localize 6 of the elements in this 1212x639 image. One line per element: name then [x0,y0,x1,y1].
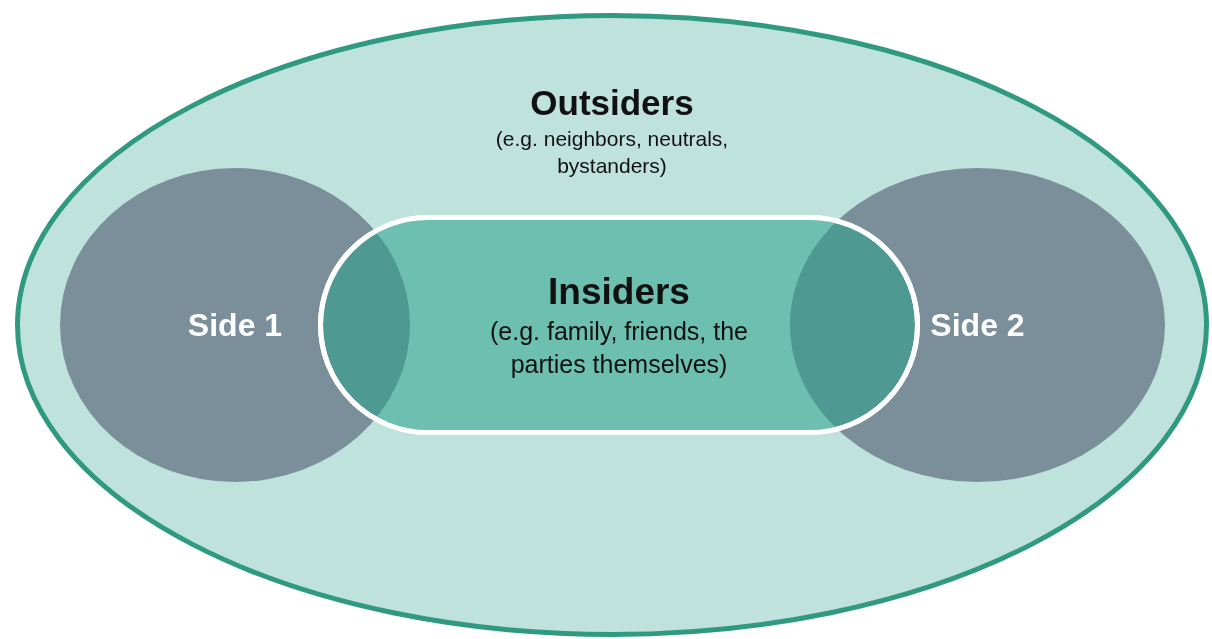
group-description: (e.g. neighbors, neutrals, bystanders) [494,125,730,180]
group-label: Side 2 [930,306,1025,345]
group-heading: Outsiders [530,82,694,124]
group-description: (e.g. family, friends, the parties themselves) [489,316,749,381]
group-heading: Insiders [548,270,690,315]
group-label: Side 1 [187,306,283,345]
